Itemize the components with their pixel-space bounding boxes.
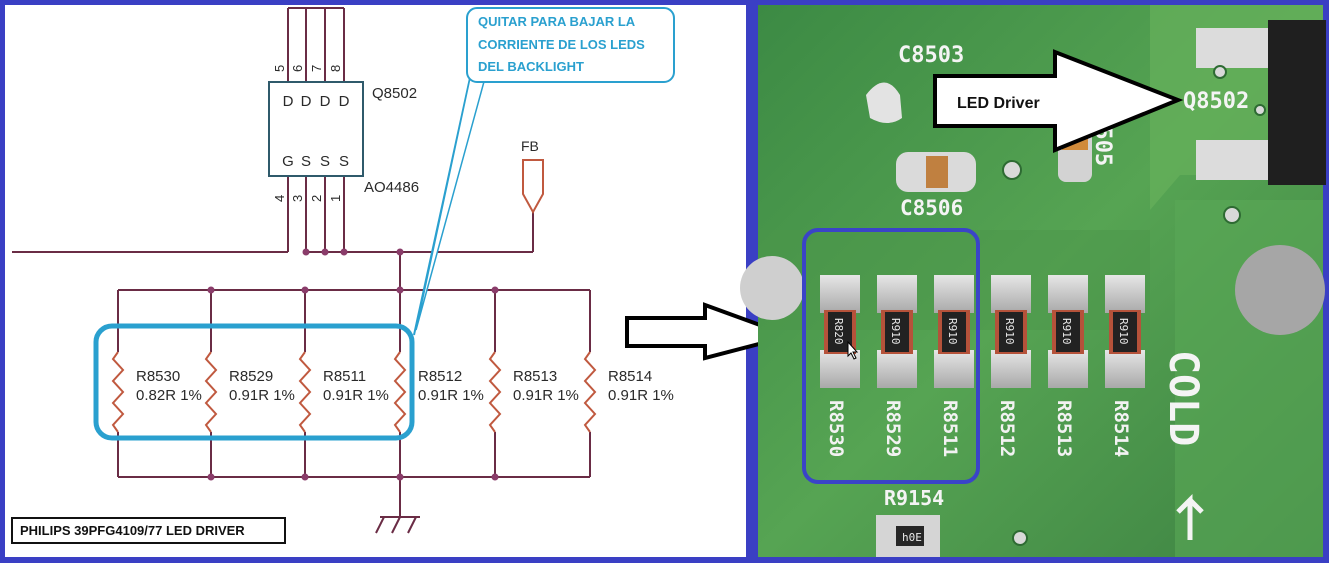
mosfet-part: AO4486 xyxy=(364,179,419,196)
title-block-text: PHILIPS 39PFG4109/77 LED DRIVER xyxy=(20,523,245,538)
photo-resistor-row: R820R8530R910R8529R910R8511R910R8512R910… xyxy=(820,275,1145,457)
pin-number-5: 5 xyxy=(272,65,287,72)
mosfet-symbol xyxy=(268,81,364,177)
mosfet-ref: Q8502 xyxy=(372,85,417,102)
schematic-background xyxy=(5,5,746,557)
resistor-ref: R8512 xyxy=(418,368,462,385)
resistor-value: 0.91R 1% xyxy=(418,387,484,404)
silkscreen-label: R8514 xyxy=(1110,400,1132,457)
resistor-value: 0.82R 1% xyxy=(136,387,202,404)
title-block xyxy=(11,517,286,544)
resistor-ref: R8530 xyxy=(136,368,180,385)
vias xyxy=(1002,65,1266,546)
callout-line-1: QUITAR PARA BAJAR LA xyxy=(478,14,636,29)
pin-number-6: 6 xyxy=(290,65,305,72)
pad xyxy=(1196,28,1276,68)
silkscreen-label: R8511 xyxy=(939,400,961,457)
mounting-hole xyxy=(1235,245,1325,335)
pin-label-s2: S xyxy=(320,153,330,170)
label-cold: COLD xyxy=(1160,350,1206,446)
resistor-value: 0.91R 1% xyxy=(323,387,389,404)
pin-label-d7: D xyxy=(320,93,331,110)
pin-label-d8: D xyxy=(339,93,350,110)
schematic-wires xyxy=(12,7,590,534)
fb-label: FB xyxy=(521,138,539,154)
pin-number-4: 4 xyxy=(272,195,287,202)
resistor-r8530: R8530 0.82R 1% xyxy=(111,290,202,477)
junction-dots xyxy=(207,248,499,481)
mouse-cursor-icon xyxy=(847,340,859,360)
silkscreen-label: R8529 xyxy=(882,400,904,457)
r9154-chip xyxy=(896,526,924,546)
led-driver-arrow-icon xyxy=(933,49,1184,153)
chip-code: R910 xyxy=(1117,318,1130,345)
pin-number-8: 8 xyxy=(328,65,343,72)
silkscreen-label: R8513 xyxy=(1053,400,1075,457)
pin-label-g: G xyxy=(282,153,294,170)
resistor-value: 0.91R 1% xyxy=(229,387,295,404)
resistor-r8511: R8511 0.91R 1% xyxy=(298,290,389,477)
resistor-ref: R8514 xyxy=(608,368,652,385)
pin-label-d5: D xyxy=(283,93,294,110)
resistor-value: 0.91R 1% xyxy=(608,387,674,404)
r9154-code: h0E xyxy=(902,531,922,544)
label-c8503: C8503 xyxy=(898,43,964,68)
resistor-ref: R8529 xyxy=(229,368,273,385)
c8506-cap xyxy=(926,156,948,188)
pin-label-s3: S xyxy=(301,153,311,170)
c8503-body xyxy=(866,82,902,123)
pin-label-s1: S xyxy=(339,153,349,170)
silkscreen-label: R8530 xyxy=(825,400,847,457)
photo-highlight-box xyxy=(802,228,980,484)
label-r9154: R9154 xyxy=(884,486,944,510)
callout-line-3: DEL BACKLIGHT xyxy=(478,59,584,74)
label-c8506: C8506 xyxy=(900,196,963,220)
screw-hole xyxy=(740,256,804,320)
chip-code: R910 xyxy=(1003,318,1016,345)
chip-code: R910 xyxy=(889,318,902,345)
pin-number-7: 7 xyxy=(309,65,324,72)
silkscreen-label: R8512 xyxy=(996,400,1018,457)
q8502-chip xyxy=(1268,20,1326,185)
resistor-r8514: R8514 0.91R 1% xyxy=(583,290,674,477)
pin-number-3: 3 xyxy=(290,195,305,202)
highlight-box xyxy=(93,323,415,441)
resistor-ref: R8511 xyxy=(323,368,366,385)
fb-connector xyxy=(522,159,544,215)
right-arrow-icon xyxy=(625,302,797,361)
callout-line-2: CORRIENTE DE LOS LEDS xyxy=(478,37,645,52)
chip-code: R910 xyxy=(1060,318,1073,345)
callout-box xyxy=(466,7,675,83)
chip-code: R910 xyxy=(946,318,959,345)
led-driver-label: LED Driver xyxy=(957,95,1040,112)
pin-label-d6: D xyxy=(301,93,312,110)
chip-code: R820 xyxy=(832,318,845,345)
resistor-r8512: R8512 0.91R 1% xyxy=(393,290,484,477)
resistor-ref: R8513 xyxy=(513,368,557,385)
pad xyxy=(1196,140,1276,180)
label-q8502: Q8502 xyxy=(1183,89,1249,114)
pin-number-2: 2 xyxy=(309,195,324,202)
resistor-r8513: R8513 0.91R 1% xyxy=(488,290,579,477)
resistor-value: 0.91R 1% xyxy=(513,387,579,404)
up-arrow-icon xyxy=(1176,493,1204,540)
pin-number-1: 1 xyxy=(328,195,343,202)
